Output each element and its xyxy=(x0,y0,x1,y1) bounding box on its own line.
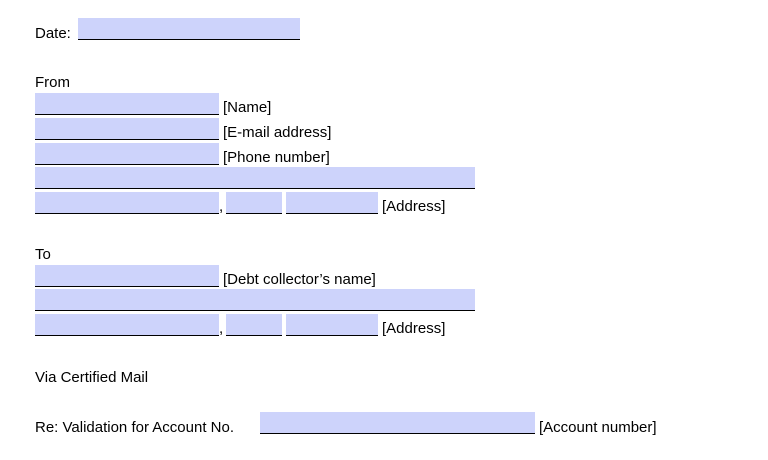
collector-name-field[interactable] xyxy=(35,265,219,287)
sender-state-field[interactable] xyxy=(226,192,282,214)
sender-name-field[interactable] xyxy=(35,93,219,115)
date-label: Date: xyxy=(35,25,71,42)
sender-zip-field[interactable] xyxy=(286,192,378,214)
delivery-method-text: Via Certified Mail xyxy=(35,369,149,386)
sender-phone-hint: [Phone number] xyxy=(223,149,330,166)
sender-street-field[interactable] xyxy=(35,167,475,189)
account-number-hint: [Account number] xyxy=(539,419,657,436)
collector-street-field[interactable] xyxy=(35,289,475,311)
sender-city-field[interactable] xyxy=(35,192,219,214)
re-label: Re: Validation for Account No. xyxy=(35,419,234,436)
collector-name-hint: [Debt collector’s name] xyxy=(223,271,376,288)
sender-address-hint: [Address] xyxy=(382,198,446,215)
to-heading: To xyxy=(35,246,51,263)
date-field[interactable] xyxy=(78,18,300,40)
account-number-field[interactable] xyxy=(260,412,535,434)
collector-state-field[interactable] xyxy=(226,314,282,336)
sender-name-hint: [Name] xyxy=(223,99,272,116)
sender-email-field[interactable] xyxy=(35,118,219,140)
collector-city-comma: , xyxy=(219,320,224,337)
from-heading: From xyxy=(35,74,70,91)
sender-city-comma: , xyxy=(219,198,224,215)
collector-city-field[interactable] xyxy=(35,314,219,336)
collector-address-hint: [Address] xyxy=(382,320,446,337)
collector-zip-field[interactable] xyxy=(286,314,378,336)
sender-email-hint: [E-mail address] xyxy=(223,124,332,141)
sender-phone-field[interactable] xyxy=(35,143,219,165)
